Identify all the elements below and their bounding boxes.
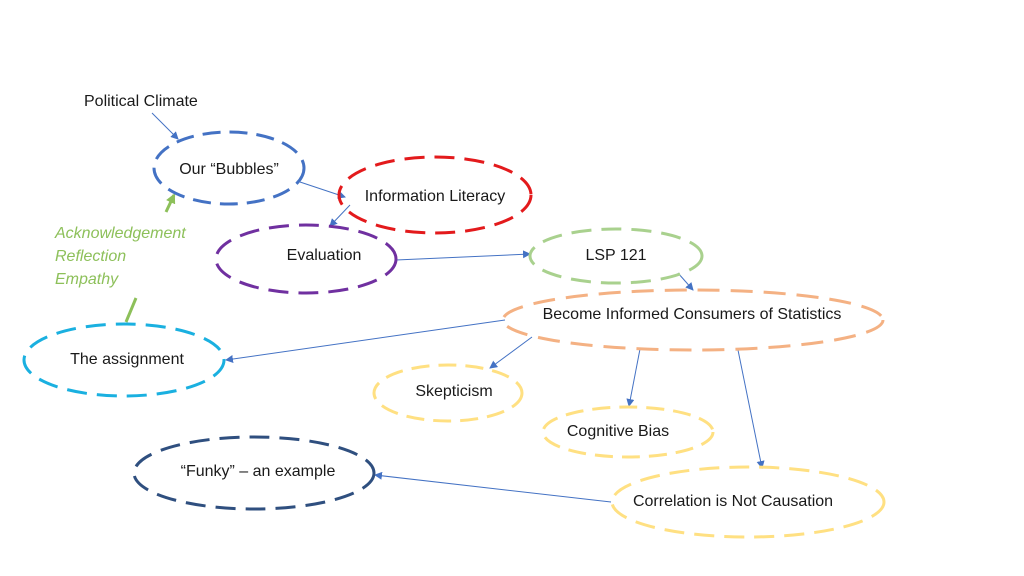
node-informed-label: Become Informed Consumers of Statistics xyxy=(543,306,842,323)
edge-lsp121-to-informed xyxy=(677,272,694,291)
node-correlation: Correlation is Not Causation xyxy=(610,465,886,539)
node-skepticism-shape xyxy=(372,363,524,423)
node-skepticism-label: Skepticism xyxy=(415,383,492,400)
note-arrow xyxy=(124,297,138,323)
node-correlation-shape xyxy=(610,465,886,539)
node-bubbles: Our “Bubbles” xyxy=(152,130,306,206)
edge-info-literacy-to-evaluation xyxy=(329,204,351,227)
edge-correlation-to-funky xyxy=(374,471,612,503)
edges xyxy=(151,112,765,503)
side-note: Acknowledgement Reflection Empathy xyxy=(54,225,186,288)
node-info-literacy-label: Information Literacy xyxy=(365,188,506,205)
node-correlation-label: Correlation is Not Causation xyxy=(633,493,833,510)
node-assignment: The assignment xyxy=(22,322,226,398)
node-funky: “Funky” – an example xyxy=(132,435,376,511)
node-cognitive-bias-label: Cognitive Bias xyxy=(567,423,669,440)
node-info-literacy: Information Literacy xyxy=(337,155,533,235)
node-cognitive-bias-shape xyxy=(541,405,715,459)
edge-informed-to-correlation xyxy=(737,349,765,469)
node-lsp121-label: LSP 121 xyxy=(585,247,646,264)
node-lsp121-shape xyxy=(528,227,704,285)
node-informed-shape xyxy=(501,288,885,352)
node-lsp121: LSP 121 xyxy=(528,227,704,285)
node-assignment-label: The assignment xyxy=(70,351,184,368)
node-evaluation-shape xyxy=(214,223,398,295)
node-assignment-shape xyxy=(22,322,226,398)
side-note-line-2: Reflection xyxy=(55,248,126,265)
edge-informed-to-skepticism xyxy=(489,336,533,369)
edge-informed-to-cognitive-bias xyxy=(626,348,641,407)
node-bubbles-label: Our “Bubbles” xyxy=(179,161,279,178)
side-note-line-1: Acknowledgement xyxy=(54,225,186,242)
edge-political-to-bubbles xyxy=(151,112,179,140)
node-evaluation: Evaluation xyxy=(214,223,398,295)
node-info-literacy-shape xyxy=(337,155,533,235)
edge-bubbles-to-info-literacy xyxy=(299,181,346,199)
node-funky-shape xyxy=(132,435,376,511)
node-skepticism: Skepticism xyxy=(372,363,524,423)
edge-informed-to-assignment xyxy=(225,319,506,363)
node-funky-label: “Funky” – an example xyxy=(181,463,336,480)
node-bubbles-shape xyxy=(152,130,306,206)
node-informed: Become Informed Consumers of Statistics xyxy=(501,288,885,352)
node-evaluation-label: Evaluation xyxy=(287,247,362,264)
note-arrow-head xyxy=(164,193,176,213)
side-note-line-3: Empathy xyxy=(55,271,119,288)
political-climate-label: Political Climate xyxy=(84,93,198,110)
edge-evaluation-to-lsp121 xyxy=(395,250,531,261)
node-cognitive-bias: Cognitive Bias xyxy=(541,405,715,459)
